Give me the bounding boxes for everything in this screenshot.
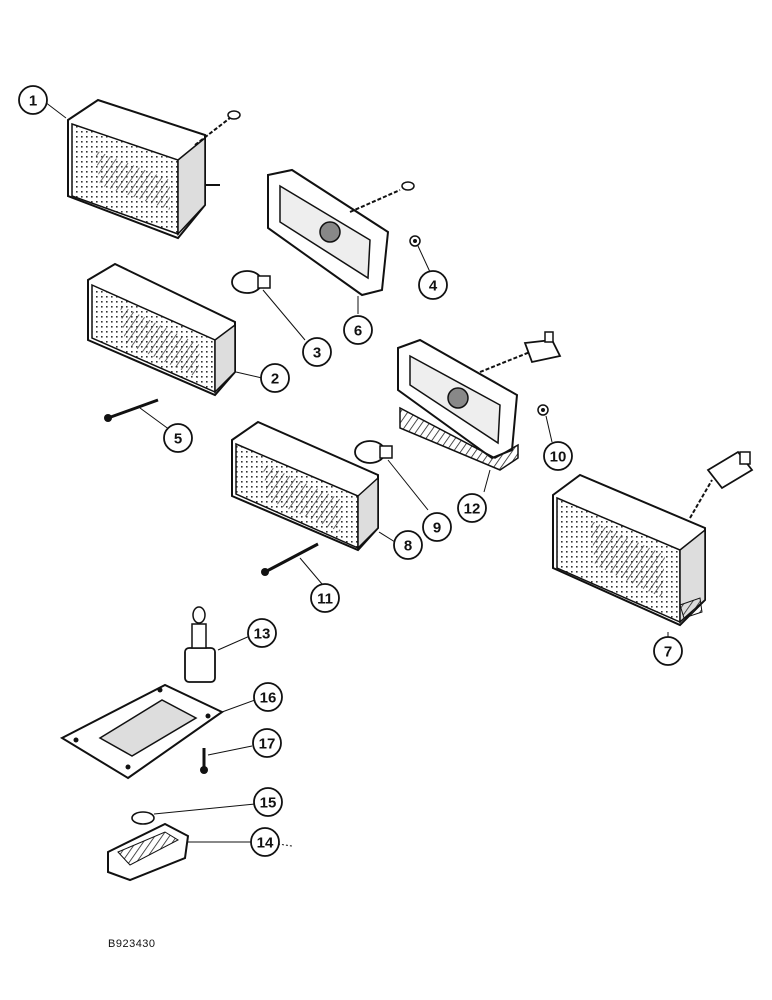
screw-17 [200, 745, 253, 774]
callout-17: 17 [252, 728, 282, 758]
callout-circle [247, 618, 277, 648]
gasket-frame-6 [267, 168, 415, 314]
callout-circle [253, 787, 283, 817]
callout-circle [163, 423, 193, 453]
callout-9: 9 [422, 512, 452, 542]
callout-3: 3 [302, 337, 332, 367]
callout-label: 8 [404, 538, 412, 555]
callout-label: 3 [313, 345, 321, 362]
callout-circle [457, 493, 487, 523]
callout-label: 6 [354, 323, 362, 340]
socket-bulb-13 [184, 606, 253, 683]
callout-circle [393, 530, 423, 560]
screw-5 [104, 398, 171, 431]
callout-circle [302, 337, 332, 367]
lamp-assembly-1 [67, 98, 241, 240]
bezel-plate-16 [59, 683, 256, 780]
bulb-9 [354, 440, 429, 511]
callout-label: 2 [271, 371, 279, 388]
callout-label: 9 [433, 520, 441, 537]
callout-14: 14 [250, 827, 280, 857]
callout-label: 11 [317, 591, 333, 608]
callout-1: 1 [18, 85, 48, 115]
figure-id-label: B923430 [108, 938, 156, 950]
callout-label: 16 [260, 690, 277, 707]
callout-label: 14 [257, 835, 274, 852]
callout-12: 12 [457, 493, 487, 523]
lamp-assembly-8 [231, 420, 396, 552]
lamp-assembly-2 [87, 262, 263, 397]
nut-4 [409, 235, 431, 273]
callout-4: 4 [418, 270, 448, 300]
callout-label: 10 [550, 449, 567, 466]
callout-15: 15 [253, 787, 283, 817]
callout-label: 4 [429, 278, 438, 295]
callout-circle [310, 583, 340, 613]
callout-circle [253, 682, 283, 712]
callout-8: 8 [393, 530, 423, 560]
small-bulb-15 [131, 803, 256, 825]
callout-label: 7 [664, 644, 672, 661]
callout-2: 2 [260, 363, 290, 393]
callout-11: 11 [310, 583, 340, 613]
callout-circle [343, 315, 373, 345]
gasket-frame-12 [397, 331, 562, 493]
callout-circle [250, 827, 280, 857]
callout-circle [260, 363, 290, 393]
callout-circle [543, 441, 573, 471]
callout-label: 1 [29, 93, 37, 110]
callout-circle [418, 270, 448, 300]
callout-16: 16 [253, 682, 283, 712]
callout-13: 13 [247, 618, 277, 648]
bulb-3 [231, 270, 306, 341]
callout-5: 5 [163, 423, 193, 453]
callout-circle [18, 85, 48, 115]
callout-label: 13 [254, 626, 271, 643]
callout-7: 7 [653, 636, 683, 666]
callout-circle [422, 512, 452, 542]
callout-label: 15 [260, 795, 277, 812]
nut-10 [537, 404, 553, 443]
callout-6: 6 [343, 315, 373, 345]
callout-label: 5 [174, 431, 182, 448]
callout-label: 17 [259, 736, 276, 753]
screw-11 [261, 542, 323, 585]
callout-circle [653, 636, 683, 666]
callout-label: 12 [464, 501, 481, 518]
lamp-assembly-7 [552, 450, 754, 640]
callout-10: 10 [543, 441, 573, 471]
callout-circle [252, 728, 282, 758]
lamp-housing-14 [107, 822, 293, 882]
